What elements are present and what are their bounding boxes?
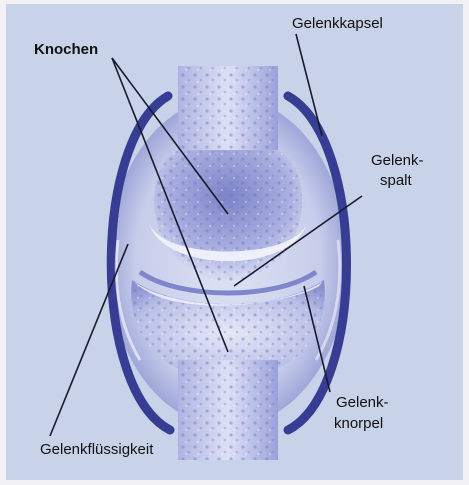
label-gelenkfluessigkeit: Gelenkflüssigkeit (40, 440, 153, 459)
label-gelenkspalt-line1: Gelenk- (371, 151, 424, 170)
label-gelenkknorpel-line1: Gelenk- (336, 393, 389, 412)
label-knochen: Knochen (34, 40, 98, 59)
lower-bone-texture (178, 360, 278, 460)
label-gelenkkapsel: Gelenkkapsel (292, 14, 383, 33)
label-gelenkspalt-line2: spalt (380, 171, 412, 190)
label-gelenkknorpel-line2: knorpel (334, 414, 383, 433)
